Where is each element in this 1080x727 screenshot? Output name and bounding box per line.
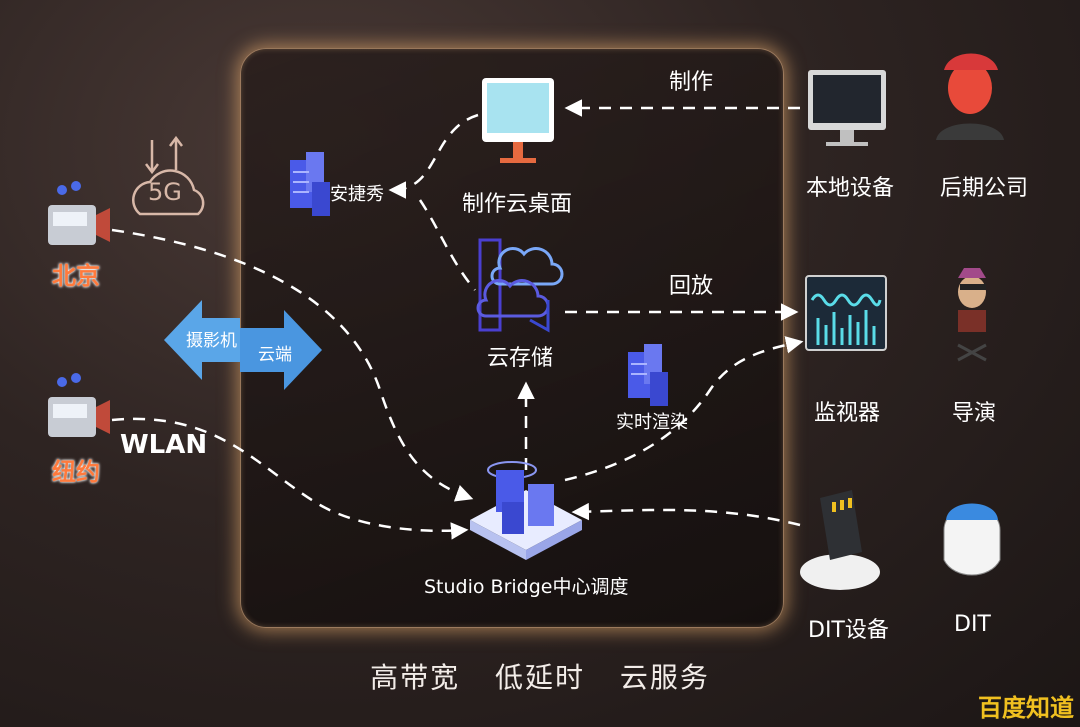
- edge-beijing-to-bridge: [111, 228, 474, 502]
- tagline-item: 高带宽: [370, 661, 461, 694]
- node-label-post-company: 后期公司: [940, 176, 1029, 201]
- watermark: 百度知道: [978, 693, 1074, 722]
- newyork-camera-icon: [48, 373, 110, 437]
- studio-bridge-icon: [470, 461, 582, 560]
- label-5g: 5G: [148, 178, 182, 206]
- label-camera: 摄影机: [186, 331, 237, 351]
- node-label-local-device: 本地设备: [806, 176, 895, 201]
- edge-label-produce: 制作: [669, 70, 714, 95]
- label-wlan: WLAN: [120, 430, 208, 460]
- render-server-icon: [628, 344, 668, 406]
- node-label-director: 导演: [952, 401, 997, 426]
- director-person-icon: [957, 268, 987, 362]
- tagline-item: 云服务: [619, 661, 710, 694]
- node-label-anjiexiu: 安捷秀: [330, 184, 384, 205]
- node-label-monitor: 监视器: [814, 401, 881, 426]
- node-label-studio-bridge: Studio Bridge中心调度: [424, 576, 629, 598]
- node-label-newyork: 纽约: [52, 458, 100, 486]
- five-g-cloud-icon: [132, 135, 205, 216]
- desktop-monitor-icon: [482, 78, 554, 163]
- node-label-dit: DIT: [954, 612, 991, 637]
- camera-cloud-arrow-icon: [164, 300, 322, 390]
- dit-device-icon: [800, 490, 880, 590]
- tagline-item: 低延时: [494, 661, 585, 694]
- edge-label-playback: 回放: [669, 274, 714, 299]
- node-label-realtime-render: 实时渲染: [616, 412, 688, 433]
- post-company-person-icon: [936, 53, 1004, 140]
- monitor-waveform-icon: [805, 275, 887, 351]
- anjiexiu-server-icon: [290, 152, 330, 216]
- node-label-cloud-storage: 云存储: [487, 346, 554, 371]
- dit-person-icon: [943, 503, 1001, 576]
- edge-dit-to-bridge: [571, 502, 801, 527]
- local-device-icon: [808, 70, 886, 146]
- beijing-camera-icon: [48, 181, 110, 245]
- label-cloud-end: 云端: [258, 345, 292, 365]
- node-label-cloud-desktop: 制作云桌面: [462, 192, 573, 217]
- cloud-storage-icon: [476, 238, 564, 333]
- tagline: 高带宽 低延时 云服务: [0, 656, 1080, 696]
- edge-anjiexiu-to-storage: [418, 199, 476, 291]
- node-label-dit-device: DIT设备: [808, 618, 889, 643]
- node-label-beijing: 北京: [52, 262, 100, 290]
- edge-desktop-to-anjiexiu: [388, 113, 479, 199]
- edge-bridge-to-monitor: [564, 336, 804, 482]
